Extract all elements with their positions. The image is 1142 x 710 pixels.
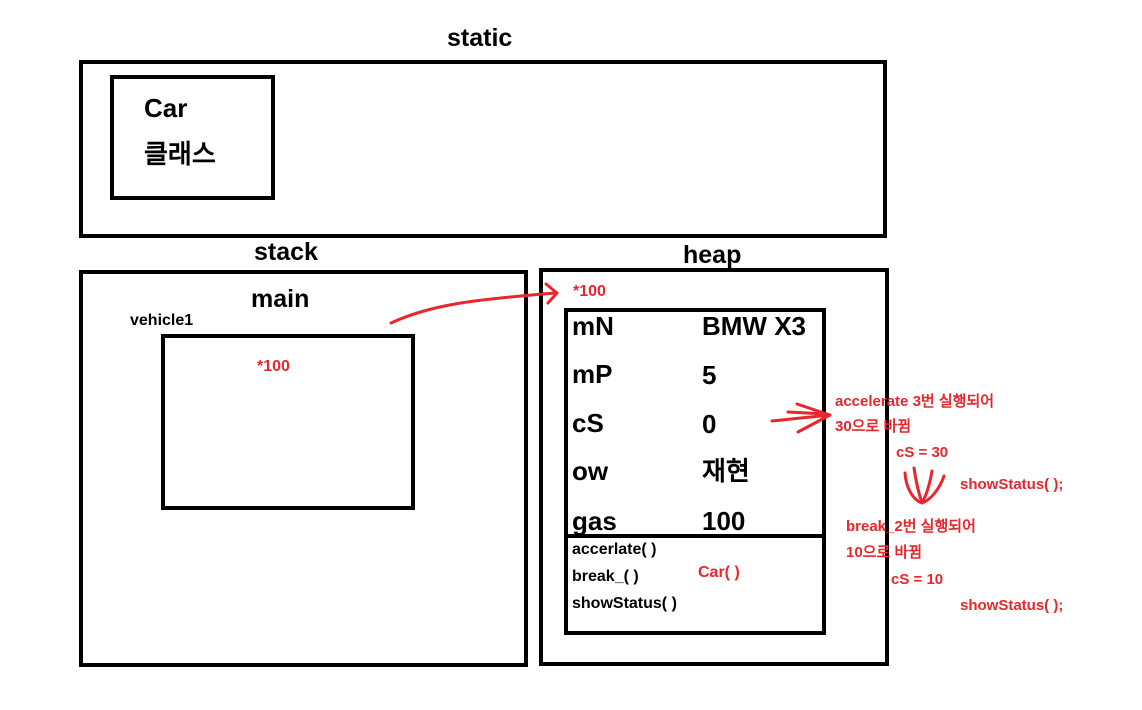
field-name: mP xyxy=(572,359,613,389)
break-note-line2: 10으로 바뀜 xyxy=(846,544,923,561)
vehicle1-box xyxy=(161,334,415,510)
heap-area xyxy=(539,268,889,666)
stack-label: stack xyxy=(254,238,318,266)
main-frame-label: main xyxy=(251,285,310,313)
field-value: 100 xyxy=(702,506,746,536)
method-label: break_( ) xyxy=(572,568,639,585)
stack-area xyxy=(79,270,528,667)
method-label: showStatus( ) xyxy=(572,595,677,612)
car-object-box xyxy=(564,308,826,635)
static-label: static xyxy=(447,24,513,52)
accelerate-note-line2: 30으로 바뀜 xyxy=(835,418,912,435)
constructor-label: Car( ) xyxy=(698,564,740,581)
field-name: mN xyxy=(572,311,614,341)
vehicle1-reference: *100 xyxy=(257,358,290,375)
car-class-name: Car xyxy=(144,93,188,123)
down-arrow xyxy=(903,466,946,505)
field-name: gas xyxy=(572,506,617,536)
vehicle1-label: vehicle1 xyxy=(130,312,194,329)
break-result: cS = 10 xyxy=(891,571,944,588)
static-area xyxy=(79,60,887,238)
accelerate-arrow xyxy=(770,402,832,434)
heap-label: heap xyxy=(683,241,742,269)
method-label: accerlate( ) xyxy=(572,541,657,558)
field-name: ow xyxy=(572,456,609,486)
break-showstatus-call: showStatus( ); xyxy=(960,597,1064,614)
field-value: 5 xyxy=(702,360,717,390)
accelerate-note-line1: accelerate 3번 실행되어 xyxy=(835,393,995,410)
accelerate-showstatus-call: showStatus( ); xyxy=(960,476,1064,493)
heap-address: *100 xyxy=(573,283,606,300)
reference-arrowhead xyxy=(544,282,559,305)
accelerate-result: cS = 30 xyxy=(896,444,949,461)
car-class-label: 클래스 xyxy=(144,139,216,169)
break-note-line1: break_2번 실행되어 xyxy=(846,518,976,535)
car-class-box xyxy=(110,75,275,200)
field-name: cS xyxy=(572,408,604,438)
field-value: BMW X3 xyxy=(702,311,806,341)
field-value: 0 xyxy=(702,409,717,439)
object-divider xyxy=(564,534,826,538)
reference-arrow xyxy=(389,291,557,325)
field-value: 재현 xyxy=(702,456,750,486)
